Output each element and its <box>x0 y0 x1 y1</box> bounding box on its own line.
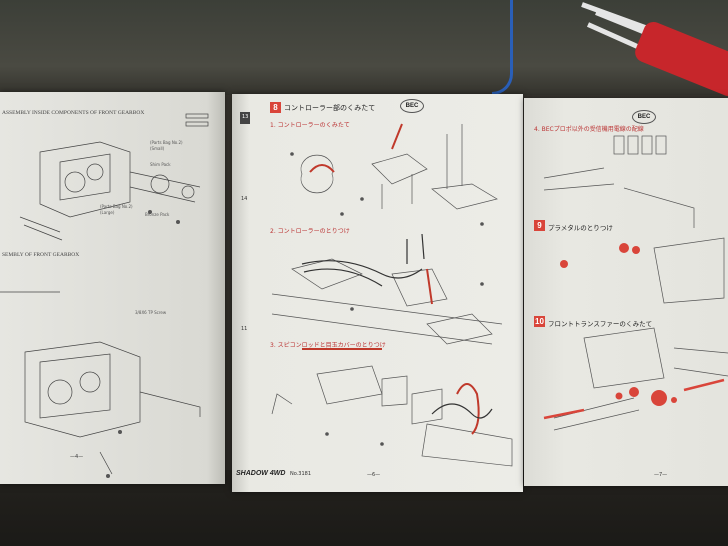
parts-label: Shim Pack <box>150 162 171 167</box>
parts-label: 3/8X6 TP Screw <box>135 310 167 315</box>
parts-label: (Parts Bag No.2) <box>150 140 183 145</box>
bec-badge: BEC <box>400 99 424 113</box>
parts-label: (Small) <box>150 146 165 151</box>
manual-page-right: 4. BECプロポ以外の受信機用電線の配線 BEC 9 プラメタルのとりつけ 1… <box>524 98 728 486</box>
blue-cable <box>492 0 513 95</box>
sub-heading: 3. スピコンロッドと目玉カバーのとりつけ <box>270 342 386 349</box>
center-page-number: —6— <box>367 472 381 478</box>
manual-page-left: ASSEMBLY INSIDE COMPONENTS OF FRONT GEAR… <box>0 92 225 484</box>
parts-label: (Large) <box>100 210 115 215</box>
sub-heading: 4. BECプロポ以外の受信機用電線の配線 <box>534 126 644 133</box>
left-page-header: ASSEMBLY INSIDE COMPONENTS OF FRONT GEAR… <box>2 110 145 116</box>
side-mark: 13 <box>242 114 249 120</box>
step-number-badge: 10 <box>534 316 545 327</box>
gearbox-diagram <box>0 113 209 478</box>
step-number-badge: 9 <box>534 220 545 231</box>
controller-diagram <box>271 123 513 467</box>
step-title: フロントトランスファーのくみたて <box>548 320 653 328</box>
step-number-badge: 8 <box>270 102 281 113</box>
side-tab <box>240 112 250 124</box>
side-mark: 11 <box>241 326 248 332</box>
right-page-number: —7— <box>654 472 668 478</box>
step-title: プラメタルのとりつけ <box>548 224 613 232</box>
left-page-number: —4— <box>70 454 84 460</box>
footer-code: No.3181 <box>290 471 312 477</box>
parts-label: (Parts Bag No.2) <box>100 204 133 209</box>
manual-page-center: 13 14 11 8 コントローラー部のくみたて BEC 1. コントローラーの… <box>232 94 523 492</box>
side-mark: 14 <box>241 196 248 202</box>
parts-label: Bronze Pack <box>145 212 170 217</box>
transfer-diagram <box>543 135 728 431</box>
sub-heading: 2. コントローラーのとりつけ <box>270 228 350 235</box>
bec-badge: BEC <box>632 110 656 124</box>
left-section-header: SEMBLY OF FRONT GEARBOX <box>2 252 80 258</box>
footer-brand: SHADOW 4WD <box>236 470 286 477</box>
screwdriver-tool <box>581 0 728 100</box>
sub-heading: 1. コントローラーのくみたて <box>270 122 350 129</box>
step-title: コントローラー部のくみたて <box>284 104 376 112</box>
